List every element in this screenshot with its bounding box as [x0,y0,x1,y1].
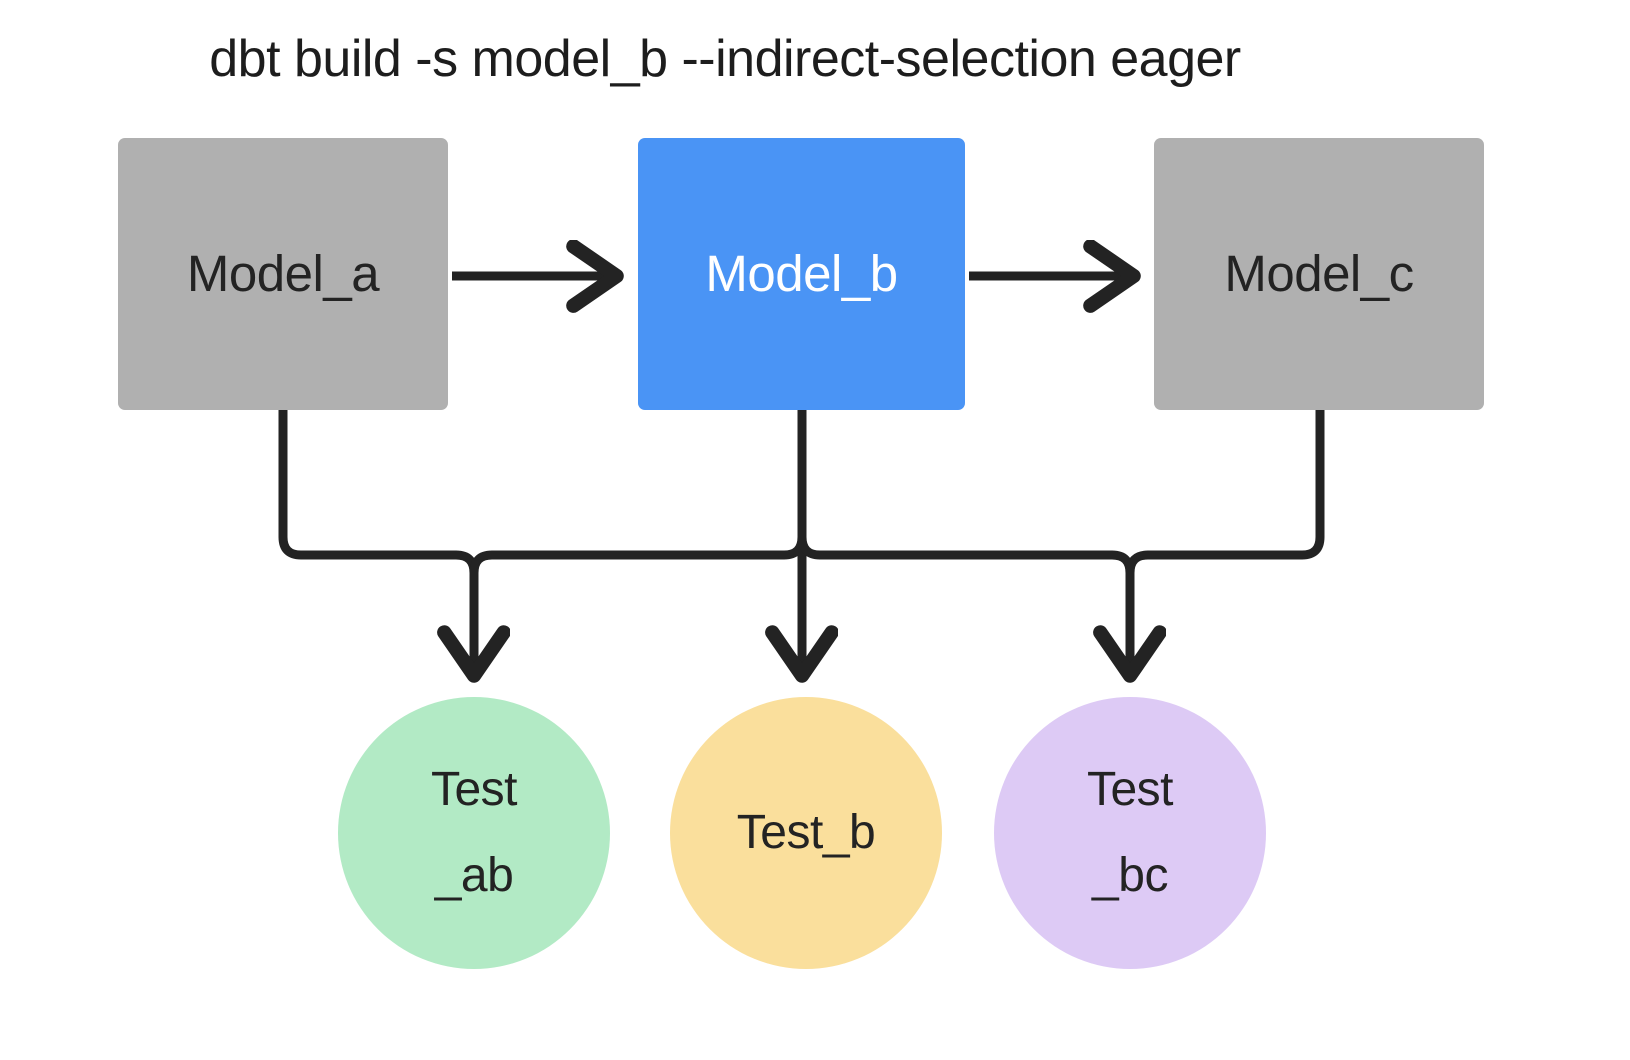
edge-model-c-to-test-bc [1125,410,1325,574]
page-title: dbt build -s model_b --indirect-selectio… [209,30,1241,88]
node-model-b-label: Model_b [705,245,898,302]
node-test-b[interactable]: Test_b [670,697,942,969]
node-model-a-label: Model_a [186,245,380,302]
node-test-ab-label-line1: Test [430,763,518,816]
node-test-bc[interactable]: Test _bc [994,697,1266,969]
edge-model-b-to-test-bc [797,410,1130,672]
node-test-ab[interactable]: Test _ab [338,697,610,969]
node-model-c[interactable]: Model_c [1154,138,1484,410]
node-model-b[interactable]: Model_b [638,138,965,410]
node-test-b-label-line1: Test_b [736,806,876,859]
edge-model-b-to-test-ab [469,410,807,574]
node-test-bc-label-line2: _bc [1092,849,1168,902]
node-model-c-label: Model_c [1224,245,1414,302]
edge-model-a-to-test-ab [278,410,474,672]
node-test-ab-label-line2: _ab [434,849,514,902]
node-test-bc-label-line1: Test [1086,763,1174,816]
node-model-a[interactable]: Model_a [118,138,448,410]
